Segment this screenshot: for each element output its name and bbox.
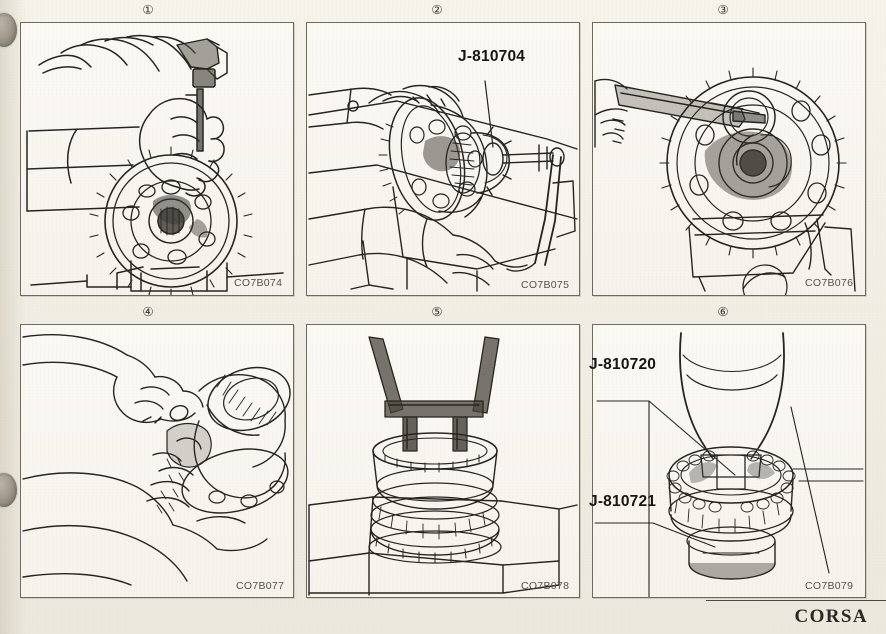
panel-number-6: ⑥ bbox=[717, 304, 729, 319]
panel-1-illustration bbox=[26, 34, 284, 295]
panel-number-3: ③ bbox=[717, 2, 729, 17]
figure-code-6: CO7B079 bbox=[805, 580, 854, 592]
panel-1 bbox=[20, 22, 294, 296]
punch-hole-top-icon bbox=[0, 13, 17, 47]
manual-footer-brand: CORSA bbox=[794, 606, 868, 627]
panel-2-illustration bbox=[308, 80, 578, 292]
panel-5-illustration bbox=[308, 336, 578, 596]
panel-2 bbox=[306, 22, 580, 296]
callout-j810721: J-810721 bbox=[589, 493, 657, 510]
figure-code-4: CO7B077 bbox=[236, 580, 285, 592]
panel-5 bbox=[306, 324, 580, 598]
panel-number-5: ⑤ bbox=[431, 304, 443, 319]
panel-3 bbox=[592, 22, 866, 296]
panel-4 bbox=[20, 324, 294, 598]
figure-code-1: CO7B074 bbox=[234, 277, 283, 289]
panel-4-illustration bbox=[22, 334, 291, 586]
panel-6 bbox=[592, 324, 866, 598]
callout-j810704: J-810704 bbox=[458, 48, 526, 65]
footer-rule bbox=[706, 600, 886, 602]
figure-code-5: CO7B078 bbox=[521, 580, 570, 592]
panel-6-illustration bbox=[594, 332, 864, 597]
figure-code-2: CO7B075 bbox=[521, 279, 570, 291]
punch-hole-middle-icon bbox=[0, 473, 17, 507]
panel-number-4: ④ bbox=[142, 304, 154, 319]
panel-3-illustration bbox=[594, 67, 856, 295]
panel-number-2: ② bbox=[431, 2, 443, 17]
callout-j810720: J-810720 bbox=[589, 356, 657, 373]
panel-number-1: ① bbox=[142, 2, 154, 17]
figure-code-3: CO7B076 bbox=[805, 277, 854, 289]
